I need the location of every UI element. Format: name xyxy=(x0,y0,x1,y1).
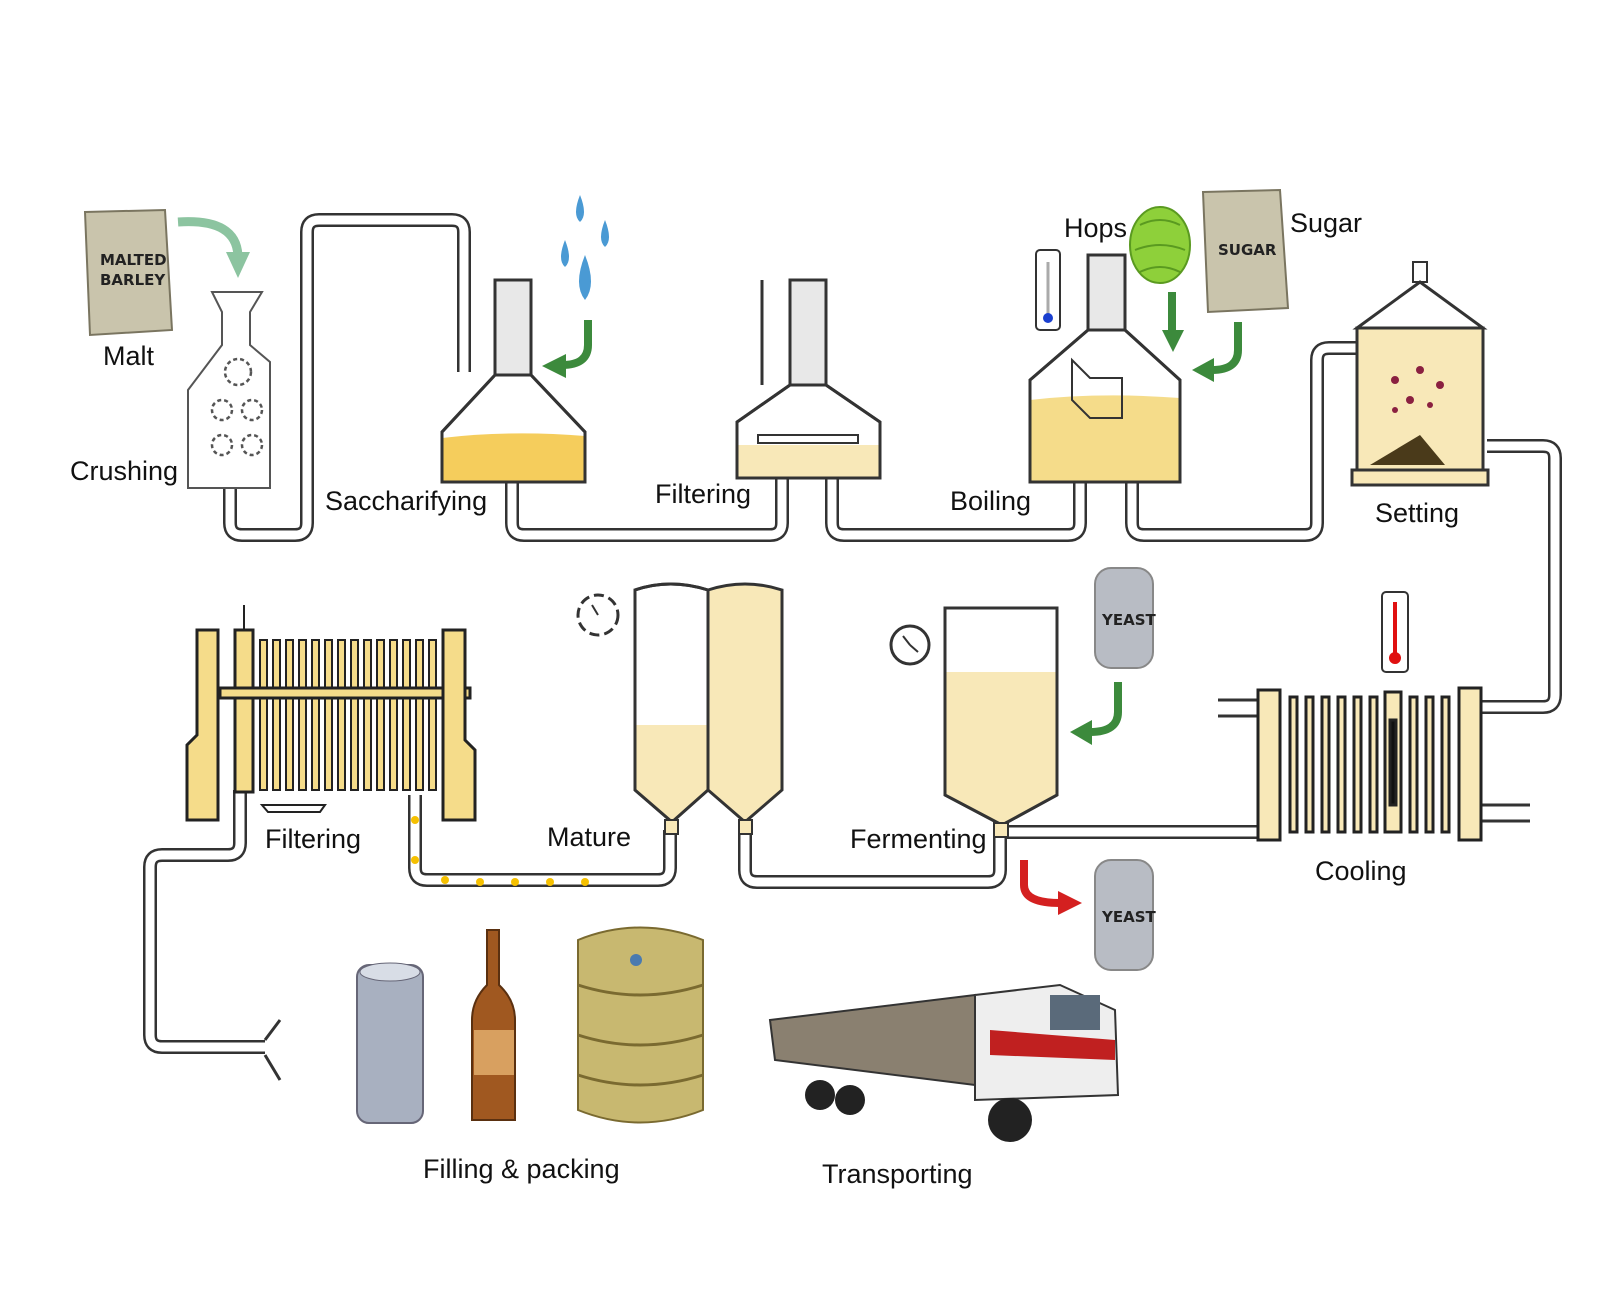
label-fermenting: Fermenting xyxy=(850,824,987,854)
green-arrow-icon xyxy=(1089,682,1122,736)
label-filling-packing: Filling & packing xyxy=(423,1154,620,1184)
label-mature: Mature xyxy=(547,822,631,852)
malt-bag-text-1: MALTED xyxy=(100,251,167,269)
sugar-bag-text: SUGAR xyxy=(1218,241,1277,259)
label-crushing: Crushing xyxy=(70,456,178,486)
label-boiling: Boiling xyxy=(950,486,1031,516)
green-arrowhead-icon xyxy=(1162,330,1184,352)
bottle-icon xyxy=(471,929,516,1121)
maturation-tanks xyxy=(633,582,784,835)
green-arrow-icon xyxy=(561,320,592,369)
clock-icon xyxy=(576,593,620,637)
label-saccharifying: Saccharifying xyxy=(325,486,487,516)
malt-bag-text-2: BARLEY xyxy=(100,271,166,289)
saccharifying-tank xyxy=(440,278,587,484)
label-cooling: Cooling xyxy=(1315,856,1407,886)
pipe-filtering-to-boiling xyxy=(825,478,1087,542)
green-arrowhead-icon xyxy=(1070,720,1092,745)
label-hops: Hops xyxy=(1064,213,1127,243)
label-sugar: Sugar xyxy=(1290,208,1362,238)
settling-tank xyxy=(1350,261,1490,487)
label-filtering-bottom: Filtering xyxy=(265,824,361,854)
red-arrowhead-icon xyxy=(1058,891,1082,915)
green-arrowhead-icon xyxy=(542,354,566,378)
pipe-mature-to-filtering xyxy=(408,795,677,887)
yeast-can-icon-bottom: YEAST xyxy=(1094,859,1157,971)
clock-icon xyxy=(889,624,931,666)
yeast-can-text: YEAST xyxy=(1101,611,1157,629)
pipe-boiling-to-setting xyxy=(1125,341,1357,542)
pipe-saccharifying-to-filtering xyxy=(505,478,789,542)
pipes xyxy=(143,213,1562,1081)
crusher-icon xyxy=(187,291,271,489)
malt-bag-icon: MALTED BARLEY xyxy=(83,208,174,337)
cooling-thermometer-icon xyxy=(1381,591,1409,673)
pipe-fermenting-to-mature xyxy=(738,828,1007,889)
label-filtering-top: Filtering xyxy=(655,479,751,509)
filter-press xyxy=(185,605,477,822)
plate-cooler xyxy=(1256,686,1483,842)
truck-icon xyxy=(768,983,1120,1142)
fermenting-tank xyxy=(943,606,1059,838)
can-icon xyxy=(356,962,424,1124)
yeast-can-icon-top: YEAST xyxy=(1094,567,1157,669)
water-drops-icon xyxy=(561,195,609,300)
boiling-kettle xyxy=(1028,253,1182,484)
green-arrow-icon xyxy=(177,217,243,259)
cooling-water-lines xyxy=(1218,698,1530,823)
label-setting: Setting xyxy=(1375,498,1459,528)
label-malt: Malt xyxy=(103,341,155,371)
sugar-bag-icon: SUGAR xyxy=(1201,188,1290,314)
pipe-crushing-to-saccharifying xyxy=(223,213,471,542)
pipe-setting-to-cooling xyxy=(1482,439,1562,714)
pipe-filtering-to-packing xyxy=(143,790,282,1081)
red-arrow-icon xyxy=(1020,860,1061,907)
yeast-can-text: YEAST xyxy=(1101,908,1157,926)
label-transporting: Transporting xyxy=(822,1159,973,1189)
green-arrow-icon xyxy=(1211,322,1242,374)
thermometer-icon xyxy=(1035,249,1061,331)
green-arrowhead-icon xyxy=(226,252,250,278)
flow-dots xyxy=(411,816,589,886)
keg-icon xyxy=(577,926,704,1124)
lauter-filter-tank xyxy=(735,278,882,480)
hops-icon xyxy=(1129,206,1191,284)
green-arrowhead-icon xyxy=(1192,358,1214,382)
